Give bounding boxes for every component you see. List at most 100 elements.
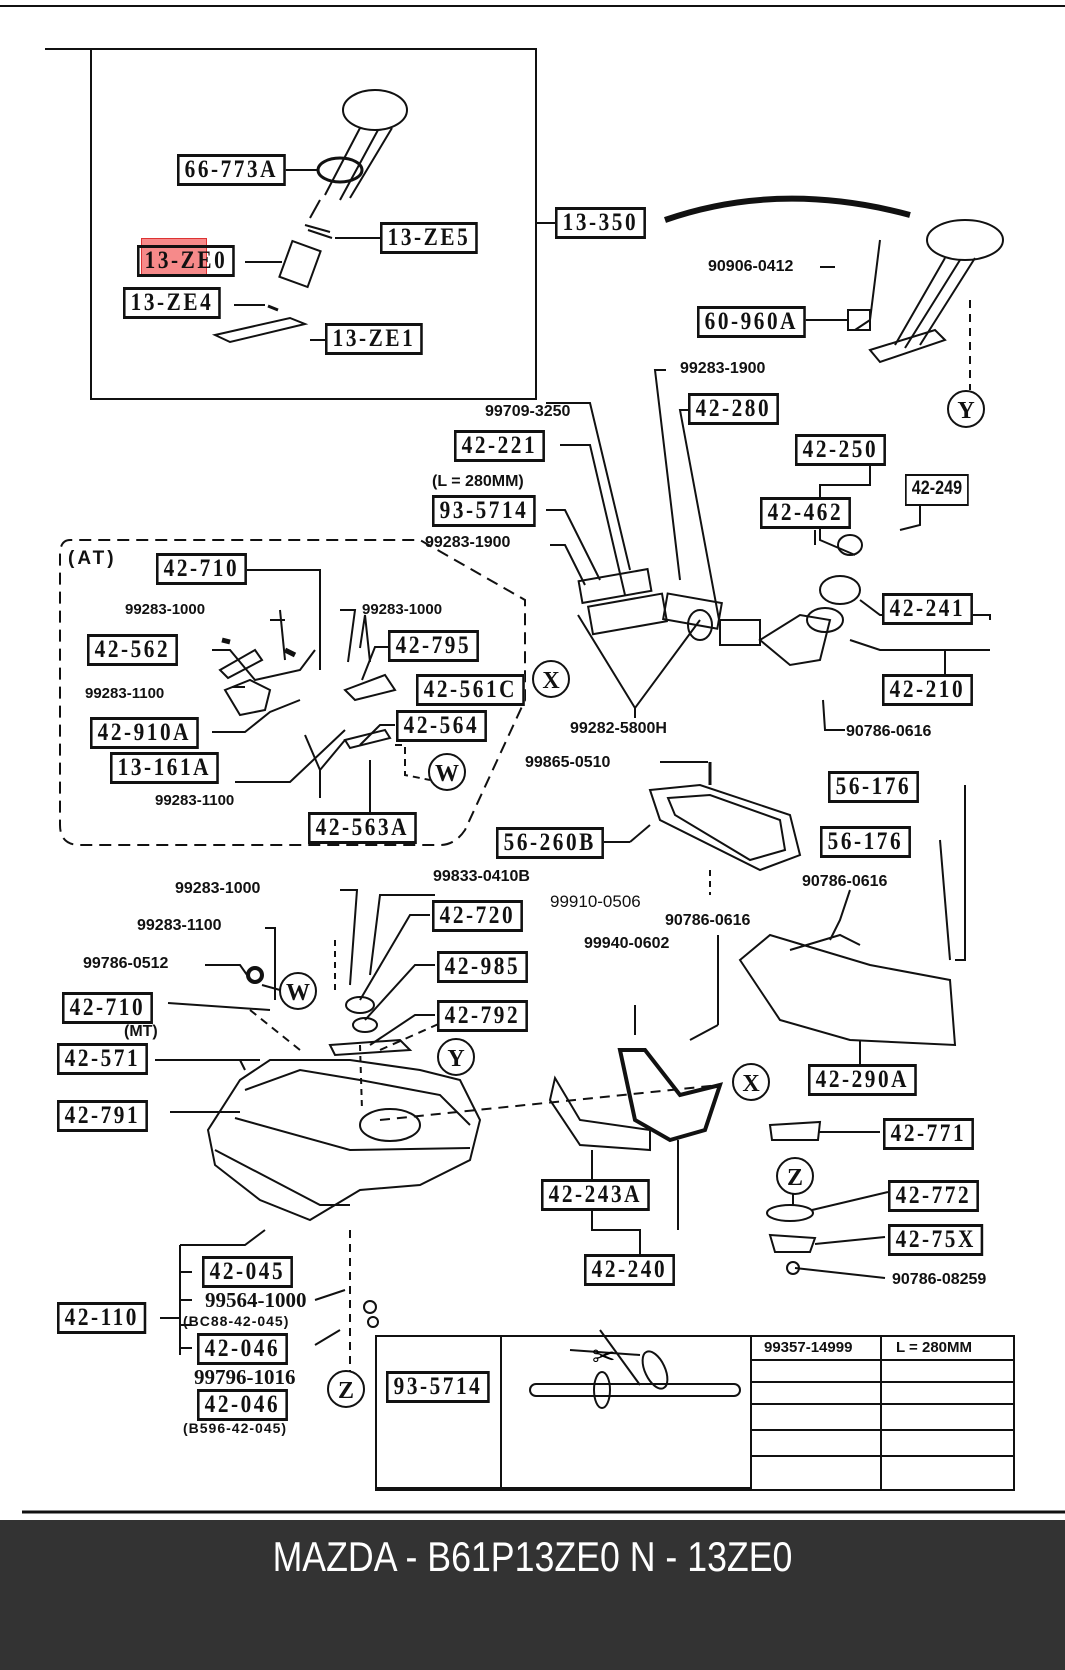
part-number-title: MAZDA - B61P13ZE0 N - 13ZE0 — [272, 1533, 793, 1580]
part-42-710-at[interactable]: 42-710 — [156, 553, 247, 585]
at-inset-frame — [59, 539, 526, 846]
part-93-5714-table[interactable]: 93-5714 — [386, 1371, 490, 1403]
parts-diagram: 66-773A 13-ZE5 13-ZE0 13-ZE4 13-ZE1 13-3… — [0, 5, 1065, 1514]
part-42-563A[interactable]: 42-563A — [308, 812, 417, 844]
part-42-564[interactable]: 42-564 — [396, 710, 487, 742]
table-part-cell — [377, 1337, 502, 1489]
callout-w-at: W — [428, 753, 466, 791]
part-13-161A[interactable]: 13-161A — [110, 752, 219, 784]
part-42-771[interactable]: 42-771 — [883, 1118, 974, 1150]
label-99833-0410B: 99833-0410B — [433, 868, 530, 885]
highlighted-part-marker — [141, 238, 207, 277]
part-60-960A[interactable]: 60-960A — [697, 306, 806, 338]
part-42-221[interactable]: 42-221 — [454, 430, 545, 462]
label-99786-0512: 99786-0512 — [83, 955, 169, 972]
part-42-240[interactable]: 42-240 — [584, 1254, 675, 1286]
part-42-250[interactable]: 42-250 — [795, 434, 886, 466]
label-99910-0506: 99910-0506 — [550, 892, 641, 911]
callout-z-right: Z — [776, 1157, 814, 1195]
label-99283-1000-a: 99283-1000 — [125, 601, 206, 618]
part-42-046-upper[interactable]: 42-046 — [197, 1333, 288, 1365]
label-99283-1100-b: 99283-1100 — [155, 792, 235, 809]
part-42-720[interactable]: 42-720 — [432, 900, 523, 932]
table-header-part-no-text: 99357-14999 — [764, 1339, 853, 1356]
part-42-249[interactable]: 42-249 — [905, 474, 969, 506]
table-row-cell — [752, 1383, 882, 1405]
table-illustration-cell — [502, 1337, 752, 1489]
label-99283-1000-b: 99283-1000 — [362, 601, 443, 618]
part-42-910A[interactable]: 42-910A — [90, 717, 199, 749]
label-99796-1016: 99796-1016 — [194, 1365, 296, 1389]
part-42-290A[interactable]: 42-290A — [808, 1064, 917, 1096]
label-90906-0412: 90906-0412 — [708, 258, 794, 275]
label-99709-3250: 99709-3250 — [485, 403, 571, 420]
part-66-773A[interactable]: 66-773A — [177, 154, 286, 186]
part-42-795[interactable]: 42-795 — [388, 630, 479, 662]
diagram-linework — [0, 5, 1065, 1514]
part-13-350[interactable]: 13-350 — [555, 207, 646, 239]
label-90786-0616-a: 90786-0616 — [846, 723, 932, 740]
part-42-561C[interactable]: 42-561C — [416, 674, 525, 706]
part-42-75X[interactable]: 42-75X — [888, 1224, 984, 1256]
table-header-part-no: 99357-14999 — [752, 1337, 882, 1361]
label-at: (AT) — [68, 548, 117, 569]
label-99283-1000-c: 99283-1000 — [175, 880, 261, 897]
part-42-280[interactable]: 42-280 — [688, 393, 779, 425]
callout-w-lower: W — [279, 972, 317, 1010]
label-99940-0602: 99940-0602 — [584, 935, 670, 952]
table-row-cell — [752, 1361, 882, 1383]
part-56-260B[interactable]: 56-260B — [496, 827, 604, 859]
table-row-cell — [752, 1431, 882, 1457]
part-42-792[interactable]: 42-792 — [437, 1000, 528, 1032]
table-header-length: L = 280MM — [882, 1337, 1013, 1361]
callout-x-left: X — [532, 660, 570, 698]
label-99283-1100-c: 99283-1100 — [137, 917, 222, 934]
table-row-cell — [752, 1457, 882, 1489]
part-42-462[interactable]: 42-462 — [760, 497, 851, 529]
part-56-176-upper[interactable]: 56-176 — [828, 771, 919, 803]
part-13-ZE4[interactable]: 13-ZE4 — [123, 287, 221, 319]
part-42-110[interactable]: 42-110 — [57, 1302, 147, 1334]
label-bc88-42-045: (BC88-42-045) — [183, 1313, 290, 1329]
label-b596-42-045: (B596-42-045) — [183, 1420, 288, 1436]
label-99564-1000: 99564-1000 — [205, 1288, 307, 1312]
hose-table: 99357-14999 L = 280MM — [375, 1335, 1015, 1491]
table-row-cell — [882, 1457, 1013, 1489]
part-13-ZE5[interactable]: 13-ZE5 — [380, 222, 478, 254]
part-42-985[interactable]: 42-985 — [437, 951, 528, 983]
part-42-571[interactable]: 42-571 — [57, 1043, 148, 1075]
label-90786-0616-b: 90786-0616 — [802, 873, 888, 890]
table-row-cell — [752, 1405, 882, 1431]
table-row-cell — [882, 1431, 1013, 1457]
part-13-ZE0[interactable]: 13-ZE0 — [137, 245, 235, 277]
part-42-241[interactable]: 42-241 — [882, 593, 973, 625]
callout-x-right: X — [732, 1063, 770, 1101]
part-42-045[interactable]: 42-045 — [202, 1256, 293, 1288]
scissors-icon: ✂ — [592, 1341, 616, 1372]
label-mt: (MT) — [124, 1023, 158, 1040]
table-row-cell — [882, 1405, 1013, 1431]
label-90786-08259: 90786-08259 — [892, 1271, 987, 1288]
part-93-5714[interactable]: 93-5714 — [432, 495, 536, 527]
label-99282-5800H: 99282-5800H — [570, 720, 667, 737]
table-row-cell — [882, 1383, 1013, 1405]
part-42-046-lower[interactable]: 42-046 — [197, 1389, 288, 1421]
table-header-length-text: L = 280MM — [896, 1339, 973, 1356]
part-42-710-mt[interactable]: 42-710 — [62, 992, 153, 1024]
part-56-176-lower[interactable]: 56-176 — [820, 826, 911, 858]
label-length: (L = 280MM) — [432, 473, 524, 490]
callout-z-left: Z — [327, 1370, 365, 1408]
callout-y-top: Y — [947, 390, 985, 428]
footer-bar: MAZDA - B61P13ZE0 N - 13ZE0 — [0, 1520, 1065, 1670]
callout-y-lower: Y — [437, 1038, 475, 1076]
part-42-772[interactable]: 42-772 — [888, 1180, 979, 1212]
table-row-cell — [882, 1361, 1013, 1383]
label-99283-1100-a: 99283-1100 — [85, 685, 165, 702]
part-42-243A[interactable]: 42-243A — [541, 1179, 650, 1211]
label-90786-0616-c: 90786-0616 — [665, 912, 751, 929]
part-42-210[interactable]: 42-210 — [882, 674, 973, 706]
part-42-562[interactable]: 42-562 — [87, 634, 178, 666]
part-42-791[interactable]: 42-791 — [57, 1100, 148, 1132]
label-99283-1900-top: 99283-1900 — [680, 360, 766, 377]
part-13-ZE1[interactable]: 13-ZE1 — [325, 323, 423, 355]
